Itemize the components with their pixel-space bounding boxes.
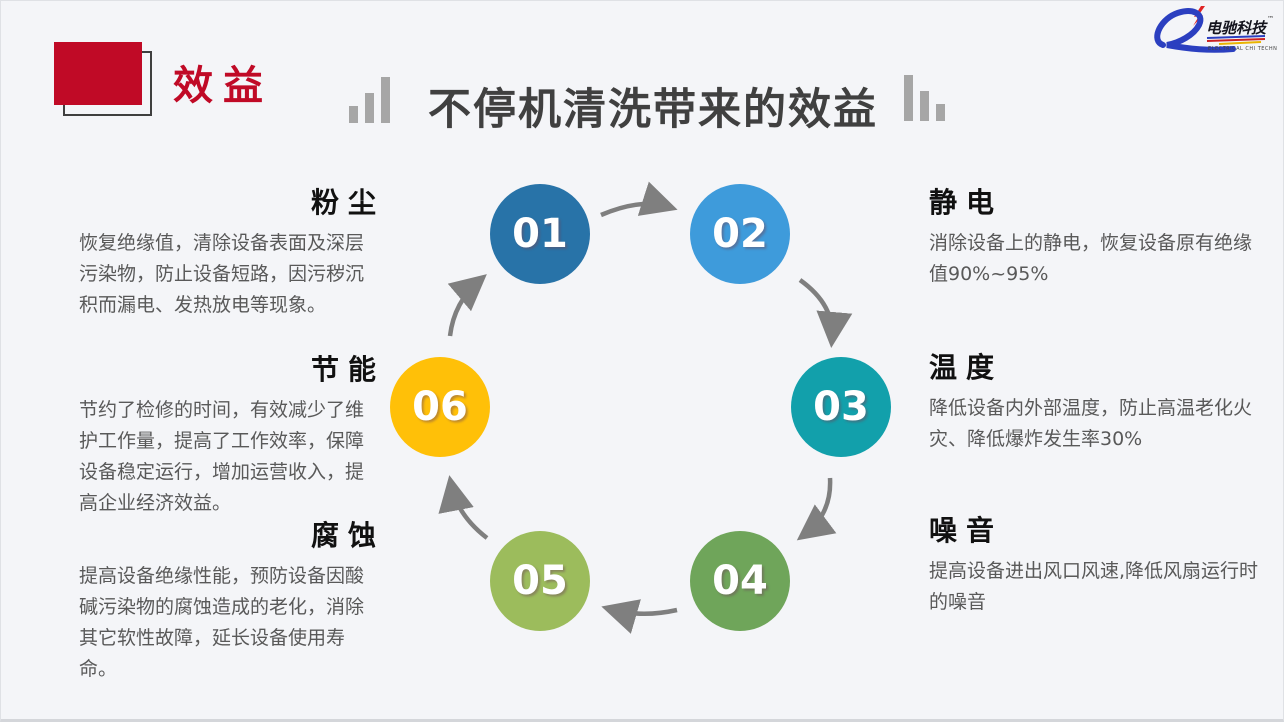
- benefit-corrosion: 腐蚀 提高设备绝缘性能，预防设备因酸碱污染物的腐蚀造成的老化，消除其它软性故障，…: [79, 514, 379, 685]
- benefit-energy-saving: 节能 节约了检修的时间，有效减少了维护工作量，提高了工作效率，保障设备稳定运行，…: [79, 348, 379, 519]
- benefit-title: 静电: [929, 186, 1004, 219]
- benefit-body: 恢复绝缘值，清除设备表面及深层污染物，防止设备短路，因污秽沉积而漏电、发热放电等…: [79, 232, 365, 316]
- benefit-title: 温度: [929, 351, 1004, 384]
- logo-trademark: ™: [1267, 15, 1274, 23]
- corner-accent-rect: [54, 42, 142, 105]
- cycle-node-01: 01: [490, 184, 590, 284]
- cycle-node-03: 03: [791, 357, 891, 457]
- swoosh-icon: [1154, 8, 1236, 53]
- bar: [936, 104, 945, 121]
- bar: [349, 106, 358, 123]
- benefit-title: 腐蚀: [310, 519, 385, 552]
- benefit-body: 消除设备上的静电，恢复设备原有绝缘值90%~95%: [929, 232, 1253, 285]
- benefit-body: 提高设备绝缘性能，预防设备因酸碱污染物的腐蚀造成的老化，消除其它软性故障，延长设…: [79, 565, 365, 680]
- logo-subtitle-text: ELECTRICAL CHI TECHNOLOGY: [1208, 46, 1277, 52]
- bar: [365, 93, 374, 123]
- brand-logo: 电驰科技 ™ ELECTRICAL CHI TECHNOLOGY: [1149, 5, 1283, 65]
- cycle-node-06: 06: [390, 357, 490, 457]
- logo-graphic-icon: 电驰科技 ™ ELECTRICAL CHI TECHNOLOGY: [1154, 6, 1283, 53]
- title-bars-right-icon: [904, 75, 945, 121]
- benefit-body: 节约了检修的时间，有效减少了维护工作量，提高了工作效率，保障设备稳定运行，增加运…: [79, 399, 365, 514]
- benefit-static: 静电 消除设备上的静电，恢复设备原有绝缘值90%~95%: [929, 181, 1269, 290]
- page-title: 不停机清洗带来的效益: [428, 85, 878, 135]
- logo-brand-text: 电驰科技: [1206, 19, 1268, 37]
- cycle-node-05: 05: [490, 531, 590, 631]
- title-bars-left-icon: [349, 77, 390, 123]
- benefit-title: 粉尘: [310, 186, 385, 219]
- benefit-dust: 粉尘 恢复绝缘值，清除设备表面及深层污染物，防止设备短路，因污秽沉积而漏电、发热…: [79, 181, 379, 321]
- cycle-node-04: 04: [690, 531, 790, 631]
- bar: [920, 91, 929, 121]
- corner-label: 效益: [173, 63, 273, 109]
- benefit-title: 节能: [310, 353, 385, 386]
- cycle-node-02: 02: [690, 184, 790, 284]
- benefit-noise: 噪音 提高设备进出风口风速,降低风扇运行时的噪音: [929, 509, 1269, 618]
- benefit-temperature: 温度 降低设备内外部温度，防止高温老化火灾、降低爆炸发生率30%: [929, 346, 1269, 455]
- benefit-title: 噪音: [929, 514, 1004, 547]
- benefit-body: 提高设备进出风口风速,降低风扇运行时的噪音: [929, 560, 1259, 613]
- bar: [381, 77, 390, 123]
- benefit-body: 降低设备内外部温度，防止高温老化火灾、降低爆炸发生率30%: [929, 397, 1253, 450]
- bar: [904, 75, 913, 121]
